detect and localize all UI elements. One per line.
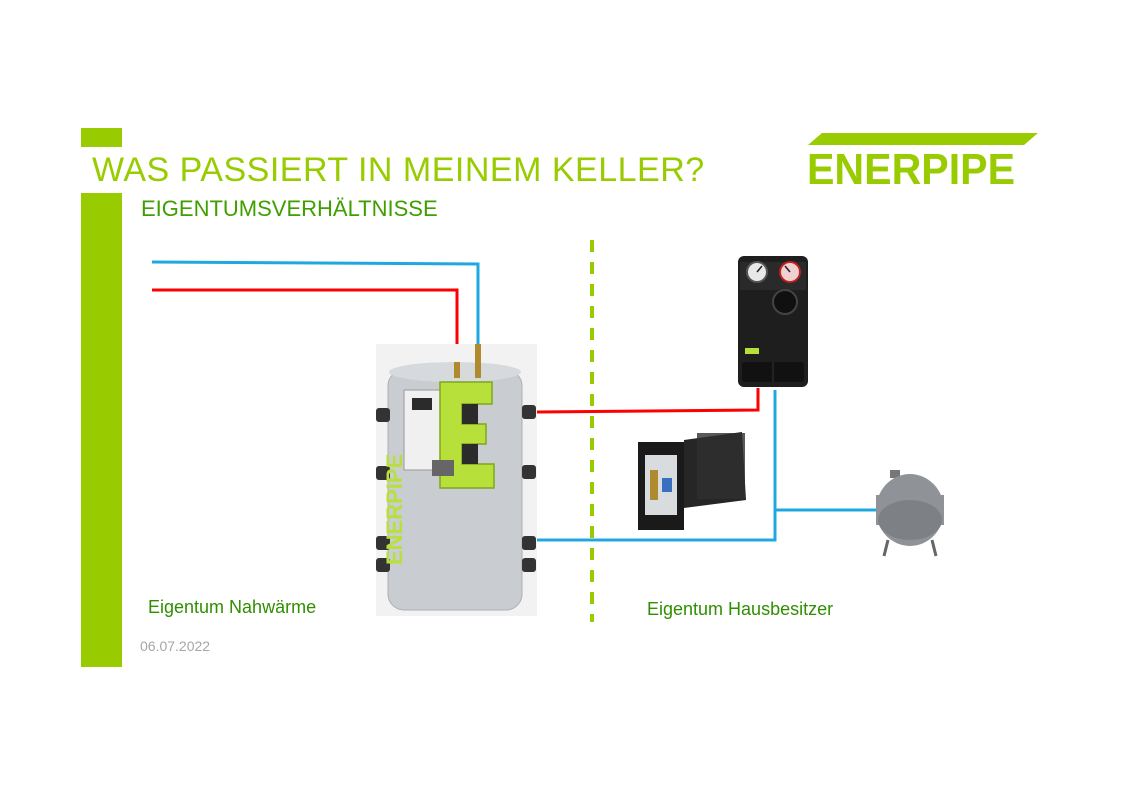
label-ownership-homeowner: Eigentum Hausbesitzer: [647, 599, 834, 619]
accent-bar-top: [81, 128, 122, 147]
transfer-station: [638, 432, 746, 530]
expansion-vessel: [876, 470, 944, 557]
cold-supply-pipe: [151, 260, 480, 345]
enerpipe-logo: ENERPIPE: [807, 133, 1038, 194]
tank-brand-text: ENERPIPE: [382, 454, 407, 565]
accent-bar-left: [81, 193, 122, 667]
logo-roof-shape: [808, 133, 1038, 145]
page-title: WAS PASSIERT IN MEINEM KELLER?: [92, 151, 705, 189]
logo-text: ENERPIPE: [807, 145, 1015, 194]
page-subtitle: EIGENTUMSVERHÄLTNISSE: [141, 196, 438, 221]
hot-supply-pipe: [152, 288, 459, 370]
label-ownership-district-heating: Eigentum Nahwärme: [148, 597, 317, 617]
cold-return-pipe: [537, 390, 777, 542]
slide-date: 06.07.2022: [140, 638, 211, 654]
storage-tank: ENERPIPE: [376, 344, 537, 616]
hot-return-pipe: [536, 388, 760, 414]
pump-station: [738, 256, 808, 387]
